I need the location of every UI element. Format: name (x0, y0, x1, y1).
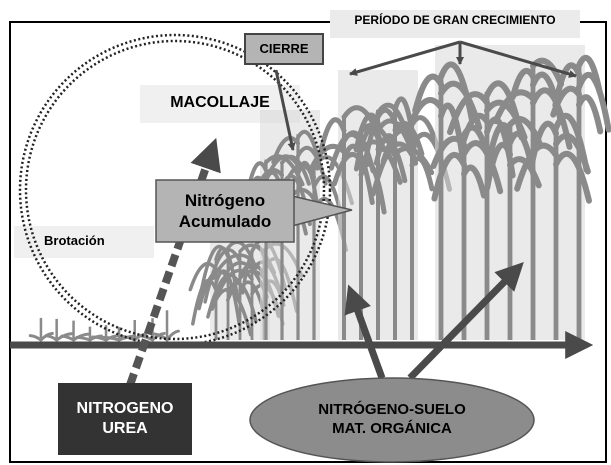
cane-stem (226, 248, 230, 340)
cane-stem (264, 159, 268, 340)
cane-leaf (271, 136, 300, 165)
cane-stem (88, 326, 92, 340)
periodo-arrow-right (459, 40, 577, 78)
cierre-arrow (274, 69, 296, 151)
cane-leaf (362, 107, 398, 167)
cane-leaf (460, 112, 490, 144)
cane-stem (530, 65, 536, 341)
cane-leaf (446, 91, 490, 136)
nitrogeno-suelo-line-2: MAT. ORGÁNICA (332, 420, 452, 437)
cane-leaf (550, 85, 582, 118)
cane-leaf (485, 121, 513, 168)
nitrogeno-urea-box (58, 383, 192, 455)
cane-leaf (576, 94, 604, 135)
soil-arrow-left (344, 284, 386, 380)
nitrogeno-acumulado-label: Nitrógeno Acumulado (156, 180, 294, 242)
cane-leaf (136, 334, 155, 342)
sugarcane-plants (28, 45, 611, 342)
cane-leaf (210, 268, 254, 311)
cane-leaf (307, 143, 347, 174)
cane-leaf (514, 142, 559, 192)
nitrogeno-acumulado-line-1: Nitrógeno (184, 190, 266, 210)
cane-leaf (404, 97, 444, 136)
cane-stem (438, 74, 444, 341)
cane-leaf (358, 161, 387, 215)
cane-stem (410, 124, 414, 340)
frame (9, 21, 607, 463)
nitrogeno-suelo-label: NITRÓGENO-SUELO MAT. ORGÁNICA (260, 392, 524, 448)
cane-stem (238, 251, 242, 340)
cane-leaf (75, 335, 92, 342)
bg-panel-brotacion (14, 226, 154, 258)
periodo-label: PERÍODO DE GRAN CRECIMIENTO (354, 13, 556, 27)
cane-leaf (280, 154, 311, 186)
cane-stem (359, 132, 363, 340)
cane-leaf (484, 141, 513, 191)
cane-stem (576, 65, 582, 340)
nitrogeno-suelo-line-1: NITRÓGENO-SUELO (318, 401, 466, 419)
nitrogeno-suelo-ellipse (249, 377, 535, 463)
cierre-label: CIERRE (259, 40, 309, 56)
nitrogeno-urea-label: NITROGENO UREA (58, 383, 192, 455)
cane-stem (55, 318, 58, 340)
cane-stem (393, 111, 397, 340)
cane-stem (165, 310, 169, 340)
cane-leaf (409, 156, 435, 192)
cane-stem (553, 125, 559, 340)
macollaje-label: MACOLLAJE (170, 94, 270, 111)
cane-stem (312, 166, 316, 340)
nitrogeno-urea-line-2: UREA (102, 420, 148, 437)
cane-leaf (492, 89, 536, 125)
cane-leaf (60, 334, 76, 342)
nitrogeno-urea-line-1: NITROGENO (76, 400, 174, 417)
cane-stem (484, 91, 490, 341)
bg-panel-periodo (330, 10, 580, 38)
cane-leaf (576, 71, 611, 133)
nitrogeno-acumulado-line-2: Acumulado (178, 212, 272, 231)
cane-stem (296, 134, 300, 340)
cane-leaf (370, 141, 415, 197)
cane-stem (342, 118, 346, 340)
cane-leaf (412, 73, 444, 114)
cane-stem (376, 109, 380, 340)
brotacion-label: Brotación (44, 233, 105, 248)
cane-leaf (553, 150, 592, 204)
cierre-box (244, 33, 324, 65)
cane-stem (104, 325, 108, 340)
cane-leaf (353, 127, 381, 172)
cane-stem (39, 317, 43, 340)
cane-leaf (431, 151, 467, 202)
nitrogeno-acumulado-box (155, 179, 295, 243)
cane-leaf (553, 132, 591, 175)
dotted-circle-inner (24, 39, 326, 341)
cane-stem (507, 123, 513, 340)
cane-stem (133, 320, 136, 340)
cane-leaf (507, 156, 542, 189)
cane-leaf (461, 140, 504, 195)
cane-stem (117, 327, 121, 340)
cane-leaf (552, 62, 582, 109)
cane-leaf (461, 164, 487, 199)
cane-stem (461, 133, 467, 340)
cane-leaf (296, 129, 320, 160)
cane-stem (72, 320, 75, 340)
cane-leaf (28, 334, 43, 342)
cane-leaf (44, 334, 59, 342)
cane-stem (280, 164, 284, 340)
cane-leaf (530, 87, 573, 150)
periodo-arrow-left (349, 40, 461, 76)
soil-arrow-right (407, 262, 524, 381)
